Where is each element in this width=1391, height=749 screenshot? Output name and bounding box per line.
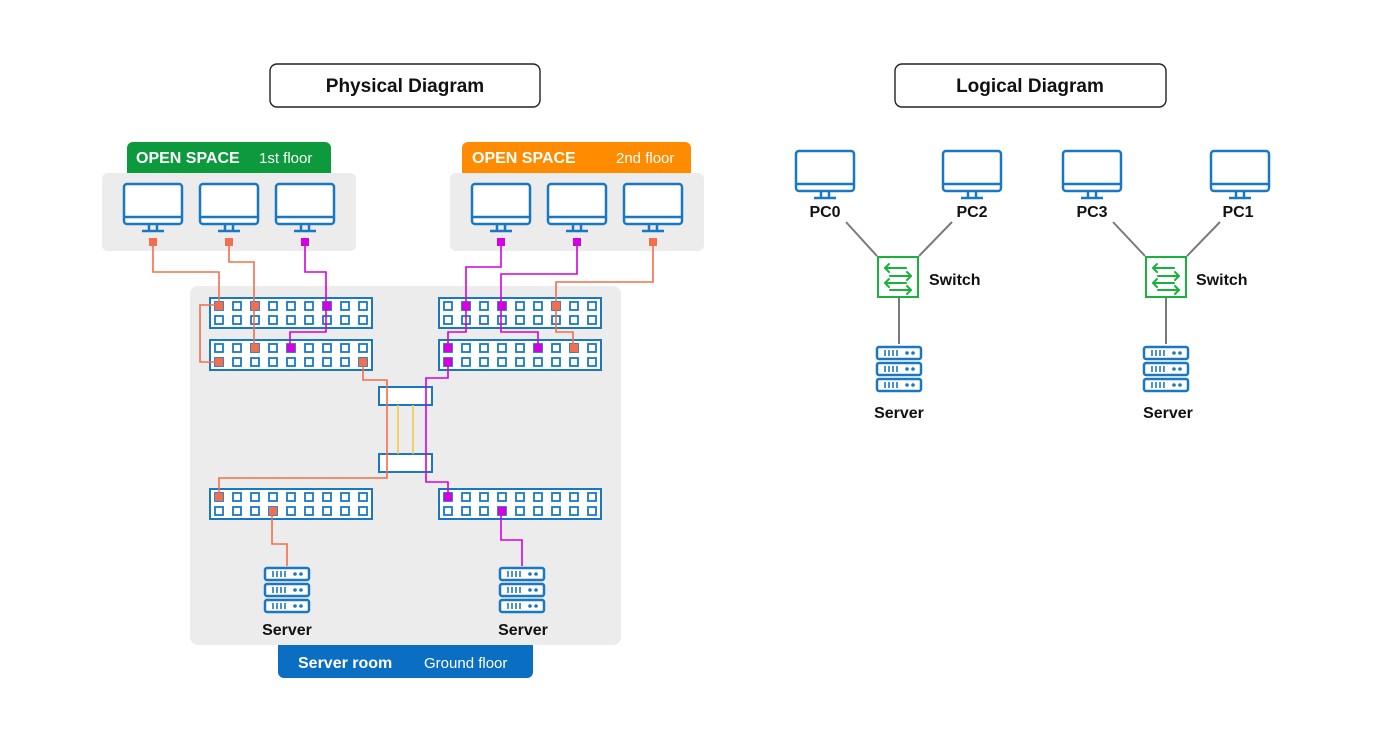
pc3-monitor-icon: [1061, 149, 1123, 200]
switch-1-icon: [877, 256, 919, 298]
pc3-label: PC3: [1076, 204, 1107, 221]
server-left-label: Server: [262, 622, 312, 639]
server-room-server-left-icon: [263, 566, 311, 614]
physical-title: Physical Diagram: [326, 76, 484, 97]
pc0-label: PC0: [809, 204, 840, 221]
uplink-block-top: [378, 386, 433, 406]
pc2-label: PC2: [956, 204, 987, 221]
floor2-pc-1-monitor-icon: [470, 182, 532, 233]
logical-group-2: PC3 PC1 Switch Server: [1061, 149, 1271, 422]
logical-server-1-label: Server: [874, 405, 924, 422]
patch-panel-1a-icon: [209, 297, 373, 329]
floor1-name: OPEN SPACE: [136, 150, 240, 167]
floor2-level: 2nd floor: [616, 150, 674, 167]
switch-2-label: Switch: [1196, 272, 1248, 289]
port-markers: [149, 238, 657, 515]
switch-1-label: Switch: [929, 272, 981, 289]
floor1-pc-3-monitor-icon: [274, 182, 336, 233]
uplink-block-bottom: [378, 453, 433, 473]
floor1-pc-1-monitor-icon: [122, 182, 184, 233]
physical-title-box: Physical Diagram: [269, 63, 541, 108]
logical-server-1-icon: [875, 345, 923, 393]
floor2-name: OPEN SPACE: [472, 150, 576, 167]
server-right-label: Server: [498, 622, 548, 639]
patch-panel-3a-icon: [209, 488, 373, 520]
floor1-level: 1st floor: [259, 150, 312, 167]
floor1-pc-2-monitor-icon: [198, 182, 260, 233]
pc2-monitor-icon: [941, 149, 1003, 200]
logical-title-box: Logical Diagram: [894, 63, 1167, 108]
pc1-monitor-icon: [1209, 149, 1271, 200]
server-room-name: Server room: [298, 655, 392, 672]
pc1-label: PC1: [1222, 204, 1253, 221]
logical-group-1: PC0 PC2 Switch Server: [794, 149, 1003, 422]
logical-server-2-label: Server: [1143, 405, 1193, 422]
floor2-pc-3-monitor-icon: [622, 182, 684, 233]
logical-server-2-icon: [1142, 345, 1190, 393]
switch-2-icon: [1145, 256, 1187, 298]
patch-panel-3b-icon: [438, 488, 602, 520]
logical-title: Logical Diagram: [956, 76, 1104, 97]
server-room-level: Ground floor: [424, 655, 507, 672]
floor2-pc-2-monitor-icon: [546, 182, 608, 233]
pc0-monitor-icon: [794, 149, 856, 200]
server-room-server-right-icon: [498, 566, 546, 614]
